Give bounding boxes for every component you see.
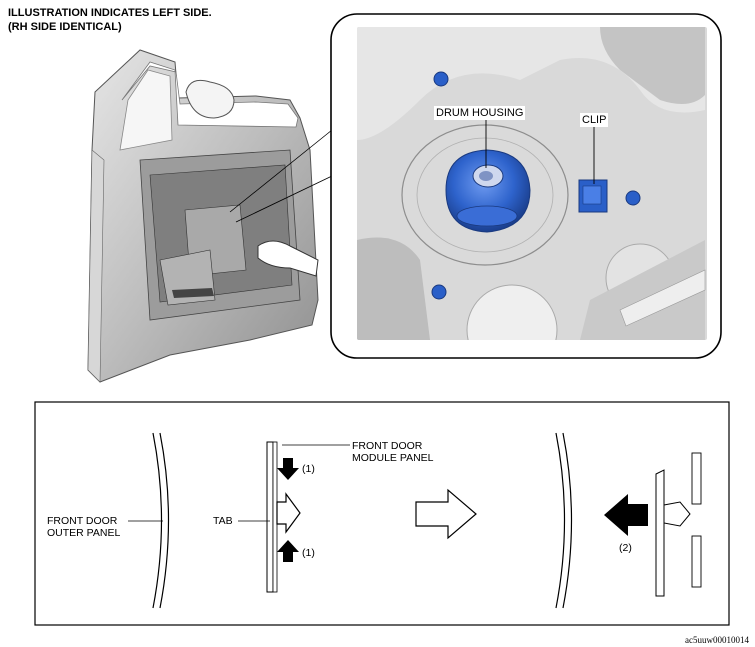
- note-line-2: (RH SIDE IDENTICAL): [8, 21, 122, 33]
- module-panel-label: FRONT DOOR MODULE PANEL: [352, 440, 434, 464]
- outer-panel-label-line1: FRONT DOOR: [47, 515, 118, 527]
- procedure-right-state: [555, 432, 702, 609]
- module-panel-label-line2: MODULE PANEL: [352, 452, 434, 464]
- step-1-top-label: (1): [302, 463, 315, 475]
- drum-housing-label: DRUM HOUSING: [434, 106, 526, 120]
- illustration-note: ILLUSTRATION INDICATES LEFT SIDE. (RH SI…: [8, 6, 212, 34]
- note-line-1: ILLUSTRATION INDICATES LEFT SIDE.: [8, 7, 212, 19]
- transition-arrow: [415, 488, 477, 540]
- figure-code: ac5uuw00010014: [685, 635, 749, 645]
- tab-label: TAB: [213, 515, 233, 527]
- outer-panel-label: FRONT DOOR OUTER PANEL: [47, 515, 120, 539]
- door-illustration: [87, 49, 333, 383]
- clip-label: CLIP: [580, 113, 609, 127]
- outer-panel-label-line2: OUTER PANEL: [47, 527, 121, 539]
- detail-view: [357, 27, 707, 340]
- step-1-bottom-label: (1): [302, 547, 315, 559]
- procedure-left-state: [128, 432, 350, 609]
- module-panel-label-line1: FRONT DOOR: [352, 440, 423, 452]
- step-2-label: (2): [619, 542, 632, 554]
